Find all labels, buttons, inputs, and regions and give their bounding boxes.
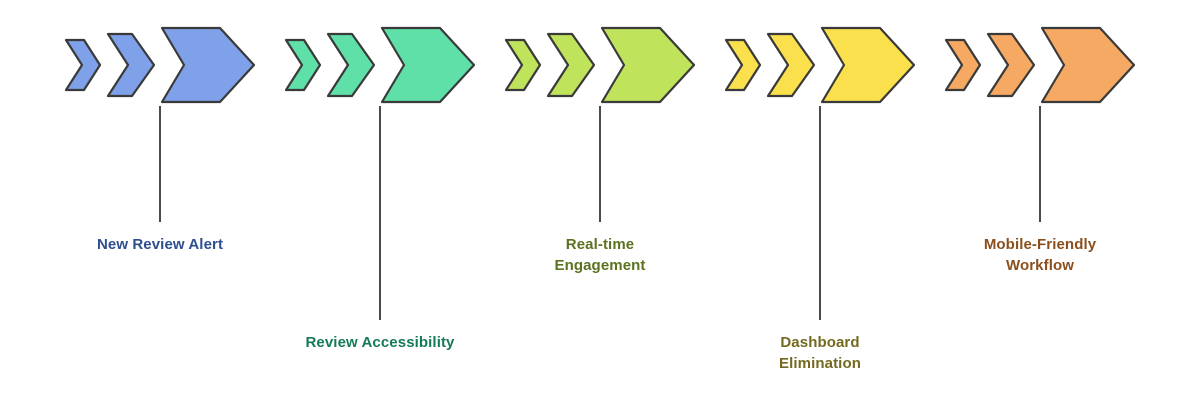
- chevron-medium-icon: [986, 32, 1036, 98]
- connector-line: [819, 106, 821, 320]
- step-label-line: Engagement: [554, 257, 646, 274]
- workflow-step-1: New Review Alert: [50, 0, 270, 419]
- step-label: New Review Alert: [50, 234, 270, 255]
- chevron-large-icon: [160, 26, 256, 104]
- chevron-small-icon: [64, 38, 102, 92]
- step-label-line: Review Accessibility: [305, 334, 455, 351]
- chevron-small-icon: [944, 38, 982, 92]
- chevron-medium-icon: [546, 32, 596, 98]
- connector-line: [599, 106, 601, 222]
- workflow-step-2: Review Accessibility: [270, 0, 490, 419]
- chevron-large-icon: [1040, 26, 1136, 104]
- step-label-line: Workflow: [1005, 257, 1075, 274]
- step-label-line: Real-time: [565, 236, 635, 253]
- chevron-arrows-icon: [64, 26, 256, 104]
- step-label-line: New Review Alert: [96, 236, 224, 253]
- chevron-small-icon: [504, 38, 542, 92]
- chevron-small-icon: [284, 38, 322, 92]
- step-label: Review Accessibility: [270, 332, 490, 353]
- connector-line: [159, 106, 161, 222]
- chevron-medium-icon: [106, 32, 156, 98]
- step-label-line: Dashboard: [780, 334, 860, 351]
- chevron-medium-icon: [326, 32, 376, 98]
- chevron-large-icon: [820, 26, 916, 104]
- chevron-large-icon: [600, 26, 696, 104]
- connector-line: [1039, 106, 1041, 222]
- step-label-line: Mobile-Friendly: [983, 236, 1097, 253]
- chevron-large-icon: [380, 26, 476, 104]
- chevron-arrows-icon: [724, 26, 916, 104]
- chevron-medium-icon: [766, 32, 816, 98]
- chevron-small-icon: [724, 38, 762, 92]
- chevron-arrows-icon: [284, 26, 476, 104]
- chevron-arrows-icon: [944, 26, 1136, 104]
- step-label-line: Elimination: [779, 355, 861, 372]
- chevron-arrows-icon: [504, 26, 696, 104]
- connector-line: [379, 106, 381, 320]
